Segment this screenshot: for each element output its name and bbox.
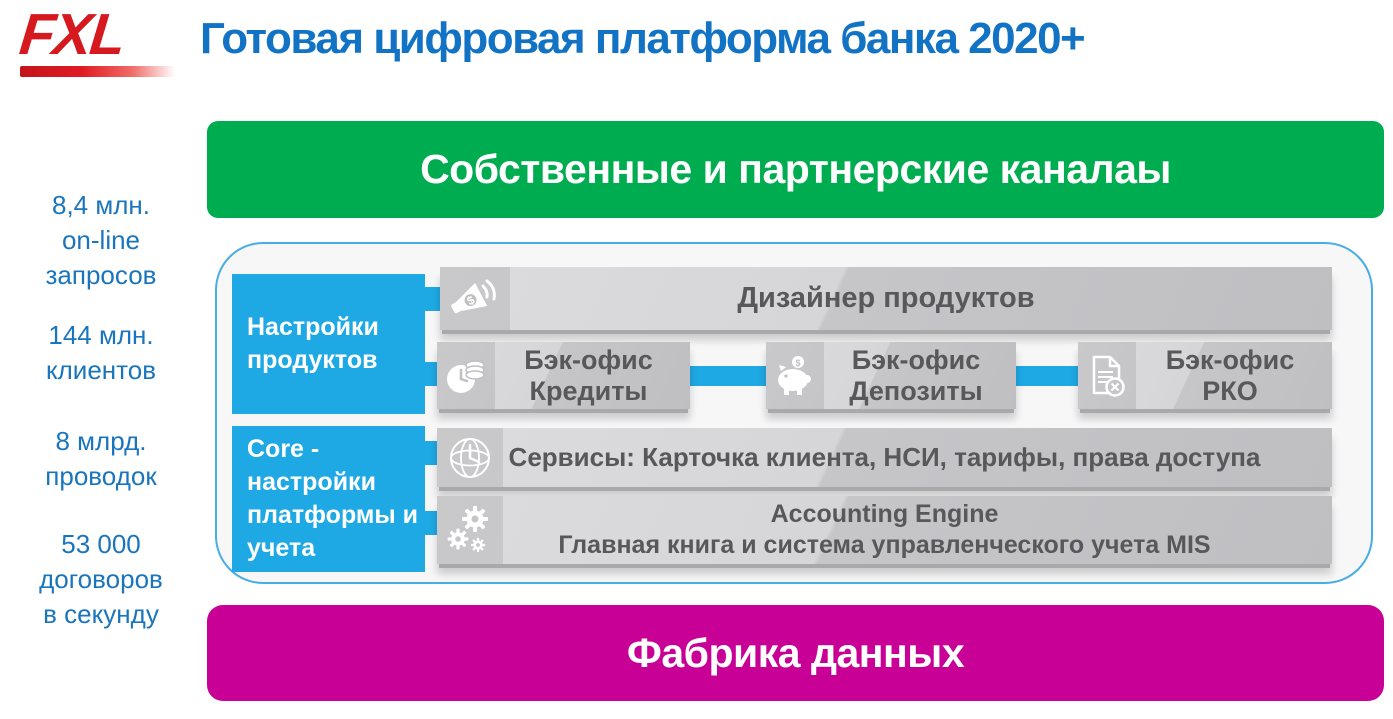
services-bar-label: Сервисы: Карточка клиента, НСИ, тарифы, … xyxy=(508,442,1261,472)
backoffice-deposits-text: Бэк-офис Депозиты xyxy=(766,345,1016,407)
globe-icon xyxy=(437,428,503,487)
fxl-logo-text: FXL xyxy=(16,2,128,67)
stat-line: 8,4 млн. xyxy=(52,190,150,220)
piggy-bank-icon: $ xyxy=(766,342,824,409)
stat-line: 8 млрд. xyxy=(55,426,147,456)
channels-banner: Собственные и партнерские каналаы xyxy=(207,121,1384,218)
product-settings-label: Настройки продуктов xyxy=(247,313,379,374)
stat-postings: 8 млрд. проводок xyxy=(8,424,194,494)
backoffice-rko-subtitle: РКО xyxy=(1202,375,1258,406)
connector-credits-deposits xyxy=(685,366,771,386)
backoffice-deposits-subtitle: Депозиты xyxy=(849,375,983,406)
gears-icon xyxy=(437,496,503,564)
stat-line: проводок xyxy=(45,461,157,491)
core-settings-label: Core - настройки платформы и учета xyxy=(247,435,419,562)
stat-line: клиентов xyxy=(45,355,157,385)
stat-line: договоров xyxy=(39,564,163,594)
page-title: Готовая цифровая платформа банка 2020+ xyxy=(200,14,1086,63)
stat-line: on-line xyxy=(61,225,141,255)
stat-online-requests: 8,4 млн. on-line запросов xyxy=(8,188,194,293)
svg-text:$: $ xyxy=(795,358,800,368)
backoffice-rko-box: Бэк-офис РКО xyxy=(1078,342,1332,409)
fxl-logo-underline xyxy=(20,66,175,77)
backoffice-rko-title: Бэк-офис xyxy=(1165,344,1295,375)
core-settings-group: Core - настройки платформы и учета xyxy=(232,426,425,572)
data-factory-banner: Фабрика данных xyxy=(207,605,1384,701)
stat-contracts-per-second: 53 000 договоров в секунду xyxy=(8,527,194,632)
stat-line: запросов xyxy=(45,260,157,290)
accounting-engine-bar: Accounting Engine Главная книга и систем… xyxy=(437,496,1332,564)
fxl-logo: FXL xyxy=(16,2,190,77)
backoffice-rko-text: Бэк-офис РКО xyxy=(1078,345,1332,407)
channels-banner-label: Собственные и партнерские каналаы xyxy=(420,146,1171,192)
stat-clients: 144 млн. клиентов xyxy=(8,318,194,388)
backoffice-deposits-box: $ Бэк-офис Депозиты xyxy=(766,342,1016,409)
stat-line: 144 млн. xyxy=(48,320,154,350)
backoffice-credits-text: Бэк-офис Кредиты xyxy=(437,345,690,407)
backoffice-deposits-title: Бэк-офис xyxy=(851,344,981,375)
backoffice-credits-box: Бэк-офис Кредиты xyxy=(437,342,690,409)
accounting-engine-title: Accounting Engine xyxy=(770,500,999,528)
megaphone-dollar-icon: $ xyxy=(440,267,510,330)
stat-line: 53 000 xyxy=(61,529,141,559)
data-factory-banner-label: Фабрика данных xyxy=(626,629,965,676)
product-designer-label: Дизайнер продуктов xyxy=(737,282,1035,314)
product-designer-bar: $ Дизайнер продуктов xyxy=(440,267,1332,330)
coins-clock-icon xyxy=(437,342,495,409)
services-bar: Сервисы: Карточка клиента, НСИ, тарифы, … xyxy=(437,428,1332,487)
accounting-engine-subtitle: Главная книга и система управленческого … xyxy=(558,531,1211,559)
document-tools-icon xyxy=(1078,342,1136,409)
product-settings-group: Настройки продуктов xyxy=(232,274,425,414)
backoffice-credits-title: Бэк-офис xyxy=(524,344,653,375)
backoffice-credits-subtitle: Кредиты xyxy=(529,375,648,406)
stat-line: в секунду xyxy=(43,599,159,629)
connector-deposits-rko xyxy=(1010,366,1084,386)
